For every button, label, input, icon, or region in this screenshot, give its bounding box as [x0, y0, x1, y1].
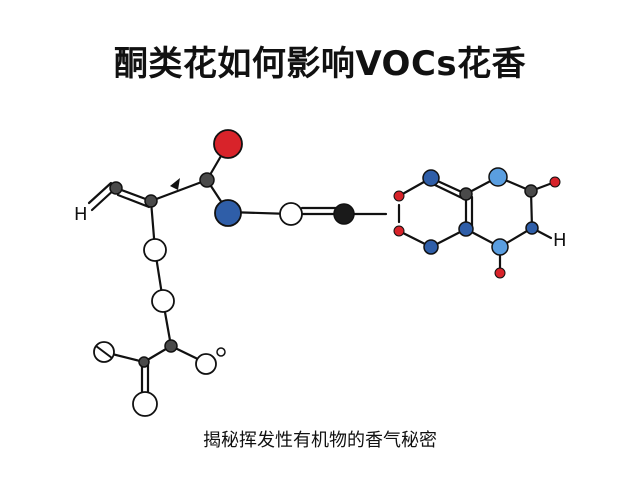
- bonds-left-chain: [87, 142, 388, 404]
- carbon-atom-ring-1: [459, 187, 473, 201]
- nitrogen-atom-ring-3: [423, 239, 439, 255]
- bond-wedge-arrow: [170, 178, 180, 190]
- nitrogen-atom-ring-light-top: [488, 167, 508, 187]
- bond-c2-c3: [149, 178, 209, 203]
- carbon-atom-c6: [138, 356, 150, 368]
- nitrogen-atom-ring-1: [422, 169, 440, 187]
- carbon-atom-c5: [164, 339, 178, 353]
- bond-c1-c2-double: [116, 193, 151, 209]
- atoms-left-chain: [93, 129, 355, 417]
- oxygen-atom-top: [213, 129, 243, 159]
- hydrogen-atom-mid: [279, 202, 303, 226]
- hydrogen-atom-h6-small: [216, 347, 226, 357]
- page-title: 酮类花如何影响VOCs花香: [113, 44, 527, 84]
- oxygen-atom-ring-bottom: [494, 267, 506, 279]
- page-subtitle: 揭秘挥发性有机物的香气秘密: [203, 430, 437, 451]
- hydrogen-label-left: H: [74, 204, 88, 225]
- oxygen-atom-ring-tr: [549, 176, 561, 188]
- nitrogen-atom-ring-light-bottom: [491, 238, 509, 256]
- hydrogen-atom-h7: [132, 391, 158, 417]
- carbon-atom-ring-2: [524, 184, 538, 198]
- carbon-atom-c1: [109, 181, 123, 195]
- nitrogen-atom-ring-2: [525, 221, 539, 235]
- crossed-atom-symbol: [93, 341, 115, 363]
- hydrogen-label-right: H: [553, 230, 567, 251]
- hydrogen-atom-h3: [143, 238, 167, 262]
- terminal-atom-dark: [333, 203, 355, 225]
- hydrogen-atom-h4: [151, 289, 175, 313]
- carbon-atom-c2: [144, 194, 158, 208]
- carbon-atom-c3: [199, 172, 215, 188]
- oxygen-atom-ring-tl: [393, 190, 405, 202]
- carbon-atom-ring-3: [458, 221, 474, 237]
- oxygen-atom-ring-bl: [393, 225, 405, 237]
- bond-h-c1-double: [87, 181, 113, 205]
- nitrogen-atom-n1: [214, 199, 242, 227]
- hydrogen-atom-h6: [195, 353, 217, 375]
- atoms-right-ring: [393, 167, 561, 279]
- ring-bond-2-double: [433, 183, 464, 200]
